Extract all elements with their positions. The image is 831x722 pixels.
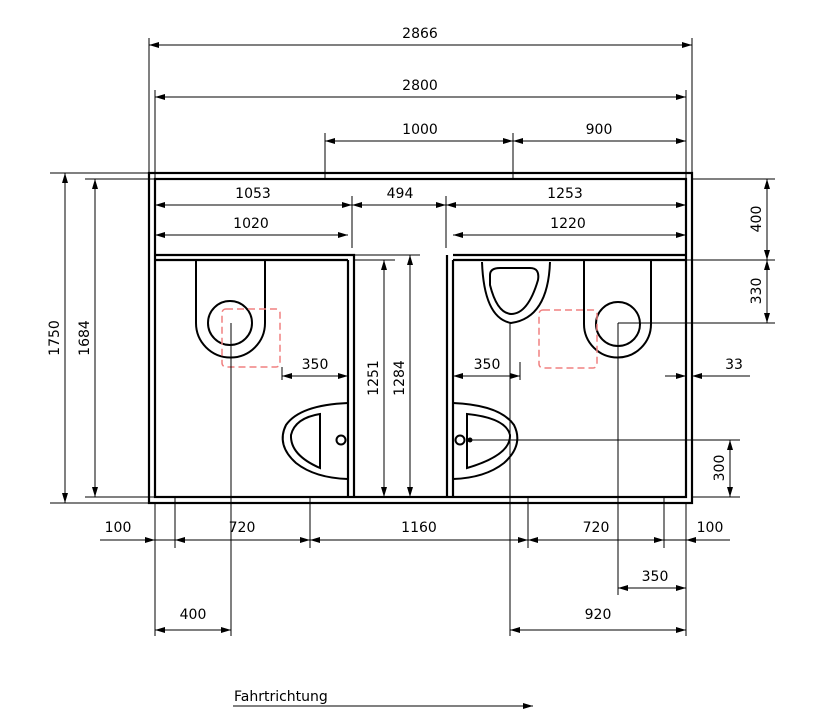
dim-350-toilet: 350 — [642, 569, 669, 585]
outer-walls — [147, 171, 694, 505]
direction-label: Fahrtrichtung — [234, 689, 328, 705]
left-sink — [281, 402, 349, 480]
dim-2800: 2800 — [402, 78, 438, 94]
right-toilet — [538, 260, 652, 369]
dim-1750: 1750 — [47, 320, 63, 356]
dim-1684: 1684 — [77, 320, 93, 356]
dim-920: 920 — [585, 607, 612, 623]
dim-100-left: 100 — [105, 520, 132, 536]
dim-350-right-sink: 350 — [474, 357, 501, 373]
dim-1220: 1220 — [550, 216, 586, 232]
dim-33: 33 — [725, 357, 743, 373]
dim-1053: 1053 — [235, 186, 271, 202]
dim-400-right: 400 — [749, 206, 765, 233]
dim-900: 900 — [586, 122, 613, 138]
dim-1020: 1020 — [233, 216, 269, 232]
dim-2866: 2866 — [402, 26, 438, 42]
right-cabin-wall — [445, 255, 455, 497]
left-cabin-wall — [346, 253, 356, 497]
dimension-labels: 2866 2800 1000 900 1053 494 1253 1020 12… — [47, 26, 765, 705]
dim-1160: 1160 — [401, 520, 437, 536]
dim-350-left-sink: 350 — [302, 357, 329, 373]
dim-720-right: 720 — [583, 520, 610, 536]
dim-1253: 1253 — [547, 186, 583, 202]
dimension-lines — [62, 42, 770, 709]
dim-100-right: 100 — [697, 520, 724, 536]
dim-1000: 1000 — [402, 122, 438, 138]
urinal — [481, 261, 551, 325]
dim-1251: 1251 — [366, 360, 382, 396]
dim-1284: 1284 — [392, 360, 408, 396]
dim-300: 300 — [712, 455, 728, 482]
dim-494: 494 — [387, 186, 414, 202]
dim-330: 330 — [749, 278, 765, 305]
left-toilet — [195, 260, 281, 368]
dim-400-bottom: 400 — [180, 607, 207, 623]
dim-720-left: 720 — [229, 520, 256, 536]
right-sink — [452, 402, 519, 480]
